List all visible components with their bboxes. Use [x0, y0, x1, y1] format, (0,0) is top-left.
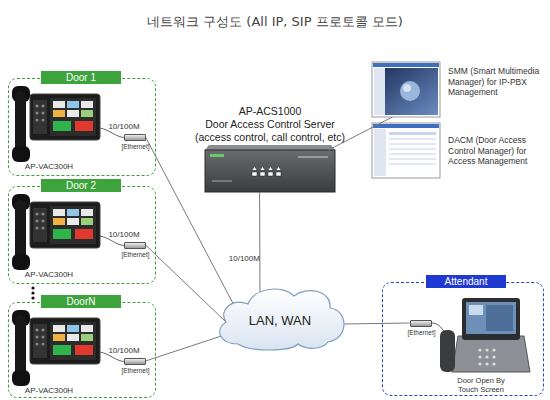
server-device [253, 167, 281, 170]
attendant-phone [492, 348, 495, 351]
server-device [260, 172, 265, 176]
network-link [146, 245, 226, 322]
continuation-dots [31, 286, 34, 289]
attendant-phone [486, 305, 513, 331]
server-device [205, 145, 335, 192]
server-title: (access control, call control, etc) [170, 131, 370, 144]
dacm-screenshot [389, 153, 436, 155]
attendant-phone [485, 355, 488, 358]
model-label: AP-VAC300H [14, 162, 84, 172]
dacm-screenshot [389, 158, 436, 160]
attendant-phone [478, 355, 481, 358]
attendant-phone [469, 305, 483, 315]
attendant-phone [440, 330, 455, 372]
server-device [252, 172, 257, 176]
dacm-screenshot [389, 148, 436, 150]
attendant-phone [485, 362, 488, 365]
ethernet-adapter: [Ethernet] [410, 320, 432, 327]
attendant-phone [478, 348, 481, 351]
network-link [259, 192, 260, 292]
server-device [212, 180, 232, 182]
smm-screenshot [372, 62, 440, 117]
group-title: Door 1 [41, 71, 121, 84]
group-title: Door 2 [41, 179, 121, 192]
server-device [205, 150, 335, 192]
door-station-device [12, 194, 124, 270]
speed-label: 10/100M [104, 346, 144, 356]
attendant-phone [462, 298, 520, 340]
ethernet-adapter: [Ethernet] [124, 358, 146, 365]
port-caption: [Ethernet] [116, 367, 156, 374]
dacm-screenshot [372, 123, 440, 178]
management-app: DACM (Door Access Control Manager) for A… [372, 123, 440, 178]
network-cloud: LAN, WAN [210, 280, 350, 352]
server-title: AP-ACS1000 [170, 105, 370, 118]
continuation-dots [31, 296, 34, 299]
dacm-screenshot [372, 123, 440, 178]
network-link [344, 323, 410, 325]
smm-screenshot [400, 81, 420, 101]
dacm-screenshot [374, 129, 386, 176]
app-description: SMM (Smart Multimedia Manager) for IP-PB… [448, 66, 540, 98]
caption-note: Door Open By Touch Screen [450, 376, 512, 394]
dacm-screenshot [389, 143, 436, 145]
group-title: DoorN [41, 295, 121, 308]
attendant-phone [452, 336, 530, 372]
management-app: SMM (Smart Multimedia Manager) for IP-PB… [372, 62, 440, 117]
smm-screenshot [373, 63, 439, 67]
attendant-phone [478, 362, 481, 365]
smm-screenshot [374, 68, 438, 115]
edge-label: 10/100M [229, 254, 260, 263]
attendant-phone [466, 302, 516, 334]
dacm-screenshot [389, 132, 436, 135]
diagram-title: 네트워크 구성도 (All IP, SIP 프로토콜 모드) [0, 13, 550, 31]
model-label: AP-VAC300H [14, 270, 84, 280]
dacm-screenshot [389, 138, 436, 140]
server-caption: AP-ACS1000Door Access Control Server(acc… [170, 105, 370, 144]
server-device [298, 156, 328, 158]
port-caption: [Ethernet] [116, 251, 156, 258]
server-device [268, 172, 273, 176]
network-link [146, 137, 234, 305]
attendant-phone [492, 362, 495, 365]
server-device [210, 154, 224, 157]
attendant-phone [432, 298, 530, 372]
dacm-screenshot [373, 124, 439, 128]
server-title: Door Access Control Server [170, 118, 370, 131]
continuation-dots [31, 291, 34, 294]
attendant-phone [492, 355, 495, 358]
access-control-server: AP-ACS1000Door Access Control Server(acc… [205, 150, 335, 192]
dacm-screenshot [389, 163, 436, 165]
network-label: LAN, WAN [210, 280, 350, 352]
smm-screenshot [403, 84, 411, 92]
server-device [205, 145, 335, 150]
speed-label: 10/100M [104, 122, 144, 132]
ethernet-adapter: [Ethernet] [124, 242, 146, 249]
group-title: Attendant [426, 275, 506, 288]
app-description: DACM (Door Access Control Manager) for A… [448, 135, 540, 167]
server-device [276, 172, 281, 176]
model-label: AP-VAC300H [14, 386, 84, 396]
port-caption: [Ethernet] [402, 329, 442, 336]
door-station-device [12, 310, 124, 386]
speed-label: 10/100M [104, 230, 144, 240]
attendant-phone [485, 348, 488, 351]
port-caption: [Ethernet] [116, 143, 156, 150]
smm-screenshot [374, 68, 385, 115]
ethernet-adapter: [Ethernet] [124, 134, 146, 141]
continuation-dots [31, 286, 34, 299]
door-station-device [12, 86, 124, 162]
network-link [146, 336, 222, 361]
smm-screenshot [372, 62, 440, 117]
